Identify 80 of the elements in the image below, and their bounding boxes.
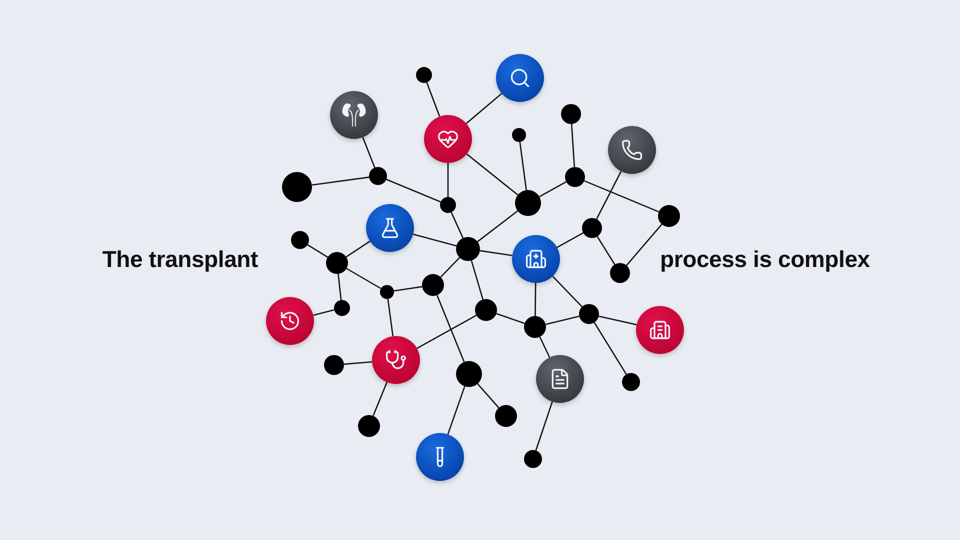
node-dot xyxy=(565,167,585,187)
connector-line xyxy=(372,382,388,416)
hospital-badge xyxy=(512,235,560,283)
connector-line xyxy=(535,402,553,451)
node-dot xyxy=(334,300,350,316)
kidney-badge xyxy=(330,91,378,139)
node-dot xyxy=(561,104,581,124)
node-dot xyxy=(582,218,602,238)
node-dot xyxy=(358,415,380,437)
connector-line xyxy=(447,386,466,435)
connector-line xyxy=(477,383,500,408)
phone-badge xyxy=(608,126,656,174)
node-dot xyxy=(524,316,546,338)
node-dot xyxy=(380,285,394,299)
connector-line xyxy=(596,171,622,220)
connector-line xyxy=(466,154,518,196)
connector-line xyxy=(346,268,382,290)
test-tube-badge xyxy=(416,433,464,481)
clock-badge xyxy=(266,297,314,345)
connector-line xyxy=(416,314,477,349)
node-dot xyxy=(495,405,517,427)
connector-line xyxy=(534,283,536,316)
node-dot xyxy=(324,355,344,375)
connector-line xyxy=(394,286,422,292)
node-dot xyxy=(658,205,680,227)
connector-line xyxy=(626,224,662,266)
connector-line xyxy=(466,93,502,124)
heart-pulse-badge xyxy=(424,115,472,163)
node-dot xyxy=(622,373,640,391)
connector-line xyxy=(436,294,465,362)
connector-line xyxy=(470,260,484,300)
connector-line xyxy=(312,176,370,186)
building-badge xyxy=(636,306,684,354)
connector-line xyxy=(598,316,637,326)
connector-line xyxy=(387,298,394,336)
node-dot xyxy=(291,231,309,249)
connector-line xyxy=(386,178,441,202)
stethoscope-badge xyxy=(372,336,420,384)
node-dot xyxy=(579,304,599,324)
node-dot xyxy=(440,197,456,213)
magnifier-badge xyxy=(496,54,544,102)
connector-line xyxy=(362,137,376,168)
connector-line xyxy=(346,240,370,258)
node-dot xyxy=(369,167,387,185)
connector-line xyxy=(477,210,518,242)
connector-line xyxy=(344,361,372,365)
node-dot xyxy=(512,128,526,142)
flask-badge xyxy=(366,204,414,252)
connector-line xyxy=(313,309,334,316)
connector-line xyxy=(539,181,567,198)
connector-line xyxy=(519,142,527,190)
headline-text: The transplant xyxy=(102,246,258,273)
connector-line xyxy=(584,180,660,212)
connector-line xyxy=(539,336,550,358)
node-dot xyxy=(416,67,432,83)
connector-line xyxy=(496,312,525,324)
connector-line xyxy=(307,244,328,258)
connector-line xyxy=(413,234,457,247)
node-dot xyxy=(326,252,348,274)
connector-line xyxy=(594,322,627,375)
connector-line xyxy=(426,82,440,117)
connector-line xyxy=(450,212,464,238)
document-badge xyxy=(536,355,584,403)
node-dot xyxy=(282,172,312,202)
connector-line xyxy=(570,124,576,168)
headline-text: process is complex xyxy=(660,246,870,273)
node-dot xyxy=(515,190,541,216)
connector-line xyxy=(546,316,580,326)
connector-line xyxy=(440,257,460,278)
node-dot xyxy=(475,299,497,321)
connector-line xyxy=(338,274,342,300)
node-dot xyxy=(524,450,542,468)
connector-line xyxy=(447,163,449,197)
connector-line xyxy=(552,276,583,308)
node-dot xyxy=(610,263,630,283)
node-dot xyxy=(422,274,444,296)
connector-line xyxy=(556,232,584,248)
node-dot xyxy=(456,237,480,261)
connector-line xyxy=(596,236,616,265)
node-dot xyxy=(456,361,482,387)
